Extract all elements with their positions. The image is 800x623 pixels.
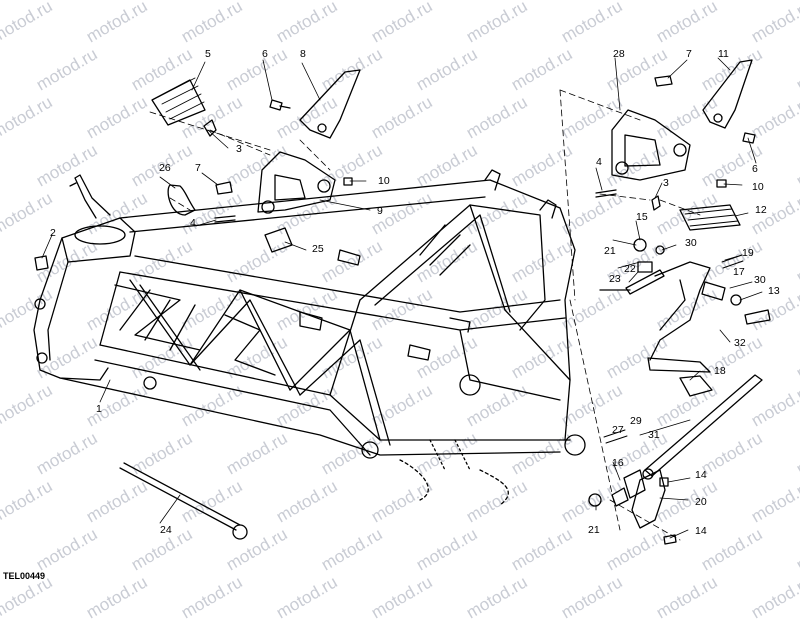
callout-28: 28 bbox=[613, 48, 625, 60]
callout-23: 23 bbox=[609, 273, 621, 285]
callout-26: 26 bbox=[159, 162, 171, 174]
long-rod bbox=[119, 462, 248, 540]
callout-11: 11 bbox=[718, 48, 729, 60]
left-footpeg-assembly bbox=[34, 69, 361, 271]
callout-1: 1 bbox=[96, 403, 102, 415]
callout-5: 5 bbox=[205, 48, 211, 60]
callout-19: 19 bbox=[742, 247, 754, 259]
callout-3: 3 bbox=[236, 143, 242, 155]
callout-3: 3 bbox=[663, 177, 669, 189]
callout-32: 32 bbox=[734, 337, 746, 349]
callout-21: 21 bbox=[588, 524, 600, 536]
callout-8: 8 bbox=[300, 48, 306, 60]
callout-6: 6 bbox=[262, 48, 268, 60]
callout-7: 7 bbox=[686, 48, 692, 60]
callout-20: 20 bbox=[695, 496, 707, 508]
callout-30: 30 bbox=[754, 274, 766, 286]
callout-9: 9 bbox=[377, 205, 383, 217]
leader-lines bbox=[41, 57, 763, 539]
callout-6: 6 bbox=[752, 163, 758, 175]
callout-4: 4 bbox=[190, 217, 196, 229]
callout-29: 29 bbox=[630, 415, 642, 427]
callout-22: 22 bbox=[624, 263, 636, 275]
frame-drawing: 1233445667789101011121314141516171819202… bbox=[33, 48, 780, 545]
callout-17: 17 bbox=[733, 266, 745, 278]
callout-12: 12 bbox=[755, 204, 767, 216]
callout-31: 31 bbox=[648, 429, 660, 441]
right-footpeg-assembly bbox=[588, 59, 771, 545]
callout-30: 30 bbox=[685, 237, 697, 249]
callout-18: 18 bbox=[714, 365, 726, 377]
callout-10: 10 bbox=[752, 181, 764, 193]
callout-24: 24 bbox=[160, 524, 172, 536]
callout-16: 16 bbox=[612, 457, 624, 469]
callout-21: 21 bbox=[604, 245, 616, 257]
callout-25: 25 bbox=[312, 243, 324, 255]
callout-7: 7 bbox=[195, 162, 201, 174]
callout-14: 14 bbox=[695, 469, 707, 481]
alignment-lines bbox=[149, 89, 701, 541]
callout-4: 4 bbox=[596, 156, 602, 168]
main-frame bbox=[33, 169, 586, 506]
callout-27: 27 bbox=[612, 424, 624, 436]
callout-14: 14 bbox=[695, 525, 707, 537]
drawing-code: TEL00449 bbox=[3, 571, 46, 581]
callout-2: 2 bbox=[50, 227, 56, 239]
callout-10: 10 bbox=[378, 175, 390, 187]
callout-13: 13 bbox=[768, 285, 780, 297]
callout-15: 15 bbox=[636, 211, 648, 223]
